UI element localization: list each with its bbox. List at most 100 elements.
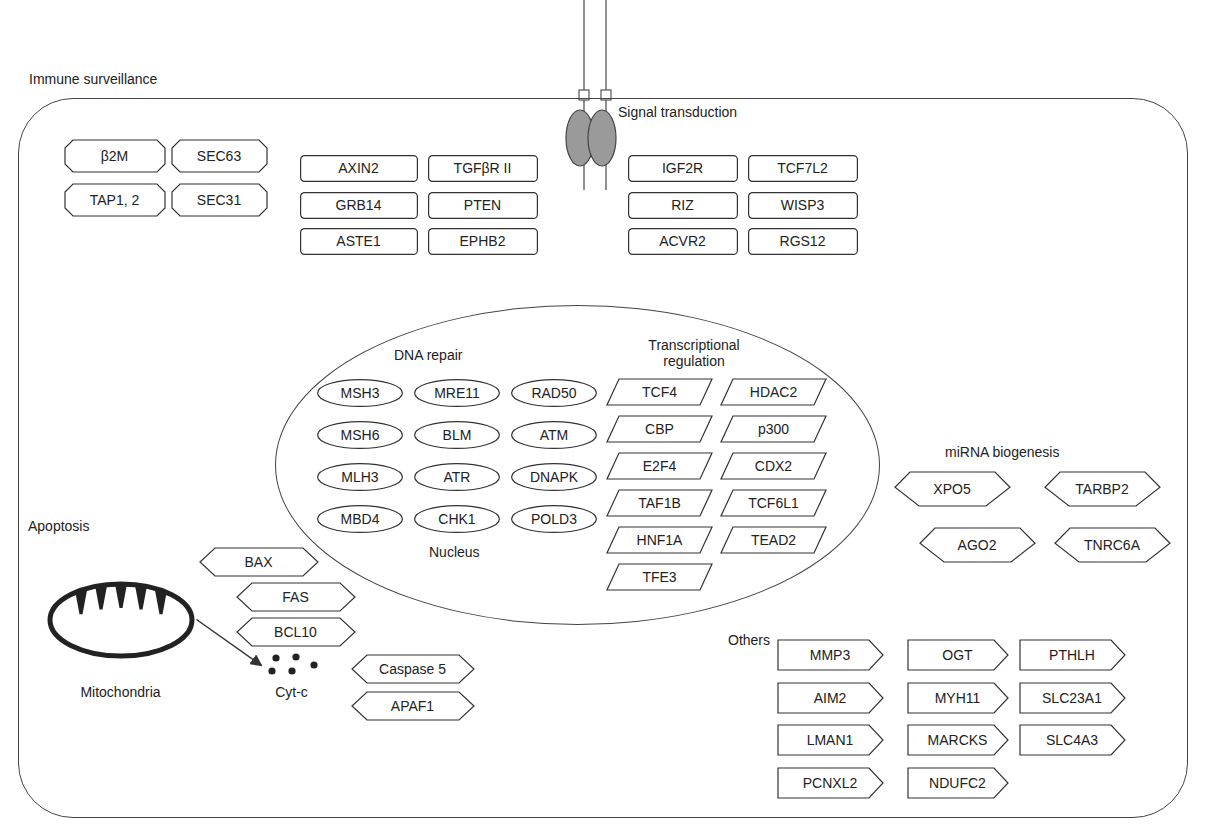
node-label: TCF6L1 — [748, 495, 799, 511]
gene-pentagon: TNRC6A — [1055, 528, 1170, 562]
node-label: TARBP2 — [1075, 481, 1128, 497]
gene-arrow-box: MARCKS — [908, 725, 1008, 755]
node-label: Transcriptional regulation — [639, 337, 749, 369]
gene-box: RIZ — [628, 192, 738, 219]
nucleus-outline: DNA repairTranscriptional regulationNucl… — [275, 305, 880, 625]
group-label: Apoptosis — [28, 518, 89, 534]
node-label: CBP — [645, 421, 674, 437]
gene-box: EPHB2 — [428, 228, 538, 255]
gene-parallelogram: TAF1B — [607, 490, 712, 516]
box-outline — [172, 140, 267, 172]
dot — [288, 667, 295, 674]
gene-hexagon: Caspase 5 — [352, 655, 474, 683]
node-label: RAD50 — [531, 385, 576, 401]
gene-ellipse: MSH6 — [317, 421, 403, 449]
box-outline — [415, 422, 500, 449]
gene-box: PTEN — [428, 192, 538, 219]
box-outline — [318, 422, 403, 449]
node-label: IGF2R — [662, 160, 703, 176]
box-outline — [512, 506, 597, 533]
box-outline — [908, 683, 1008, 713]
box-outline — [300, 192, 417, 218]
box-outline — [748, 192, 857, 218]
gene-box: β2M — [65, 140, 165, 172]
crista — [115, 584, 127, 608]
box-outline — [237, 618, 355, 646]
box-outline — [778, 640, 883, 670]
dot — [268, 667, 275, 674]
gene-arrow-box: AIM2 — [778, 683, 883, 713]
group-label: Others — [728, 632, 770, 648]
gene-hexagon: BCL10 — [237, 618, 355, 646]
gene-box: ASTE1 — [300, 228, 418, 255]
gene-parallelogram: HNF1A — [607, 527, 712, 553]
group-label: miRNA biogenesis — [945, 444, 1059, 460]
gene-arrow-box: SLC23A1 — [1020, 683, 1125, 713]
box-outline — [512, 422, 597, 449]
mitochondrion-drawing — [45, 580, 197, 662]
box-outline — [512, 464, 597, 491]
gene-arrow-box: PTHLH — [1020, 640, 1125, 670]
box-outline — [778, 768, 883, 798]
box-outline — [318, 464, 403, 491]
mitochondrion-membrane — [50, 584, 192, 656]
box-outline — [607, 490, 712, 516]
gene-arrow-box: MMP3 — [778, 640, 883, 670]
box-outline — [748, 228, 857, 254]
box-outline — [352, 655, 474, 683]
gene-parallelogram: CBP — [607, 416, 712, 442]
node-label: PTHLH — [1049, 647, 1095, 663]
node-label: PCNXL2 — [803, 775, 857, 791]
node-label: POLD3 — [531, 511, 577, 527]
node-label: E2F4 — [643, 458, 676, 474]
gene-ellipse: POLD3 — [511, 505, 597, 533]
gene-parallelogram: p300 — [721, 416, 826, 442]
gene-ellipse: MSH3 — [317, 379, 403, 407]
gene-box: IGF2R — [628, 155, 738, 182]
box-outline — [778, 725, 883, 755]
box-outline — [908, 725, 1008, 755]
box-outline — [65, 184, 165, 216]
node-label: TFE3 — [642, 569, 676, 585]
box-outline — [318, 380, 403, 407]
node-label: GRB14 — [336, 197, 382, 213]
box-outline — [1045, 472, 1160, 506]
node-label: NDUFC2 — [929, 775, 986, 791]
gene-hexagon: BAX — [200, 548, 318, 576]
node-label: AIM2 — [814, 690, 847, 706]
node-label: TGFβR II — [454, 160, 512, 176]
box-outline — [607, 453, 712, 479]
dot — [310, 661, 317, 668]
node-label: MRE11 — [434, 385, 480, 401]
gene-parallelogram: E2F4 — [607, 453, 712, 479]
box-outline — [748, 155, 857, 181]
box-outline — [920, 528, 1035, 562]
box-outline — [721, 379, 826, 405]
node-label: Nucleus — [429, 544, 480, 560]
gene-hexagon: FAS — [237, 583, 355, 611]
node-label: Cyt-c — [275, 684, 308, 700]
gene-box: SEC63 — [172, 140, 267, 172]
node-label: SEC31 — [197, 192, 241, 208]
box-outline — [628, 192, 737, 218]
box-outline — [1020, 683, 1125, 713]
crista — [155, 590, 167, 614]
box-outline — [172, 184, 267, 216]
gene-arrow-box: SLC4A3 — [1020, 725, 1125, 755]
node-label: Mitochondria — [80, 684, 160, 700]
dot — [272, 654, 279, 661]
crista — [135, 585, 147, 609]
box-outline — [512, 380, 597, 407]
node-label: TEAD2 — [751, 532, 796, 548]
gene-pentagon: XPO5 — [895, 472, 1010, 506]
node-label: HDAC2 — [750, 384, 797, 400]
gene-parallelogram: HDAC2 — [721, 379, 826, 405]
box-outline — [908, 640, 1008, 670]
gene-box: AXIN2 — [300, 155, 418, 182]
gene-arrow-box: LMAN1 — [778, 725, 883, 755]
gene-ellipse: ATM — [511, 421, 597, 449]
cytochrome-dots — [262, 652, 322, 678]
node-label: p300 — [758, 421, 789, 437]
node-label: SLC4A3 — [1046, 732, 1098, 748]
